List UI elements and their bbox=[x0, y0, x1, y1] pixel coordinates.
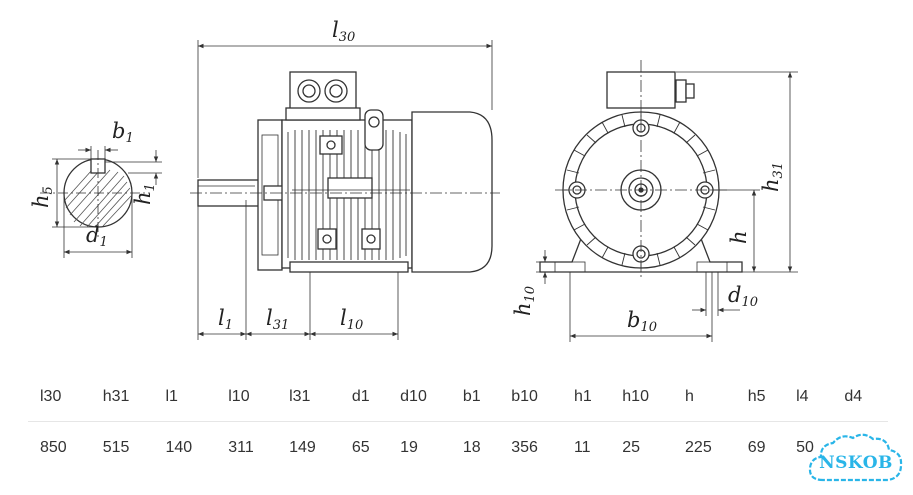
table-cell: 311 bbox=[228, 439, 254, 456]
table-header-cell: h31 bbox=[90, 373, 154, 422]
table-header-cell: b1 bbox=[450, 373, 500, 422]
cloud-icon bbox=[808, 433, 903, 482]
label-l1: l1 bbox=[218, 306, 233, 333]
table-header-cell: d10 bbox=[388, 373, 451, 422]
label-l31: l31 bbox=[266, 306, 289, 333]
motor-front-view bbox=[536, 60, 798, 342]
table-cell: 25 bbox=[622, 439, 641, 456]
table-cell: 140 bbox=[165, 439, 193, 456]
table-header-cell: b10 bbox=[499, 373, 562, 422]
table-cell: 69 bbox=[747, 439, 766, 456]
label-h5: h5 bbox=[29, 186, 56, 208]
table-cell: 18 bbox=[462, 439, 481, 456]
label-b1: b1 bbox=[112, 119, 134, 146]
table-header-cell: l1 bbox=[153, 373, 217, 422]
label-d1: d1 bbox=[86, 223, 108, 250]
motor-side-view bbox=[190, 40, 500, 340]
table-header-cell: h10 bbox=[610, 373, 674, 422]
label-h: h bbox=[727, 230, 751, 244]
label-l10: l10 bbox=[340, 306, 363, 333]
watermark-text: NSKOB bbox=[819, 453, 893, 473]
table-header-cell: l31 bbox=[277, 373, 340, 422]
label-l30: l30 bbox=[332, 18, 355, 45]
table-cell: 65 bbox=[351, 439, 370, 456]
motor-dimension-drawing: b1 h5 h1 d1 bbox=[29, 18, 798, 342]
shaft-section-view bbox=[40, 146, 162, 258]
label-b10: b10 bbox=[627, 308, 657, 335]
dimension-table: l30 h31 l1 l10 l31 d1 d10 b1 b10 h1 h10 … bbox=[28, 373, 888, 474]
table-header-cell: l4 bbox=[784, 373, 833, 422]
table-header-cell: h5 bbox=[735, 373, 785, 422]
table-cell: 850 bbox=[40, 439, 67, 456]
table-header-cell: d4 bbox=[832, 373, 888, 422]
table-header-cell: d1 bbox=[339, 373, 389, 422]
table-header-cell: l30 bbox=[28, 373, 91, 422]
table-row: 850 515 140 311 149 65 19 18 356 11 25 2… bbox=[28, 422, 888, 475]
table-cell: 515 bbox=[102, 439, 130, 456]
nskob-watermark-badge: NSKOB bbox=[808, 433, 903, 482]
label-h10: h10 bbox=[511, 286, 538, 316]
label-d10: d10 bbox=[728, 283, 758, 310]
label-h1: h1 bbox=[131, 183, 158, 205]
table-header-cell: h bbox=[673, 373, 736, 422]
table-header-cell: l10 bbox=[216, 373, 278, 422]
table-cell: 356 bbox=[511, 439, 538, 456]
table-cell: 225 bbox=[685, 439, 712, 456]
table-header-cell: h1 bbox=[561, 373, 611, 422]
table-cell: 11 bbox=[573, 439, 591, 456]
table-header-row: l30 h31 l1 l10 l31 d1 d10 b1 b10 h1 h10 … bbox=[28, 373, 888, 422]
label-h31: h31 bbox=[759, 162, 786, 192]
table-cell: 50 bbox=[796, 439, 814, 456]
table-cell: 149 bbox=[289, 439, 316, 456]
table-cell: 19 bbox=[400, 439, 418, 456]
